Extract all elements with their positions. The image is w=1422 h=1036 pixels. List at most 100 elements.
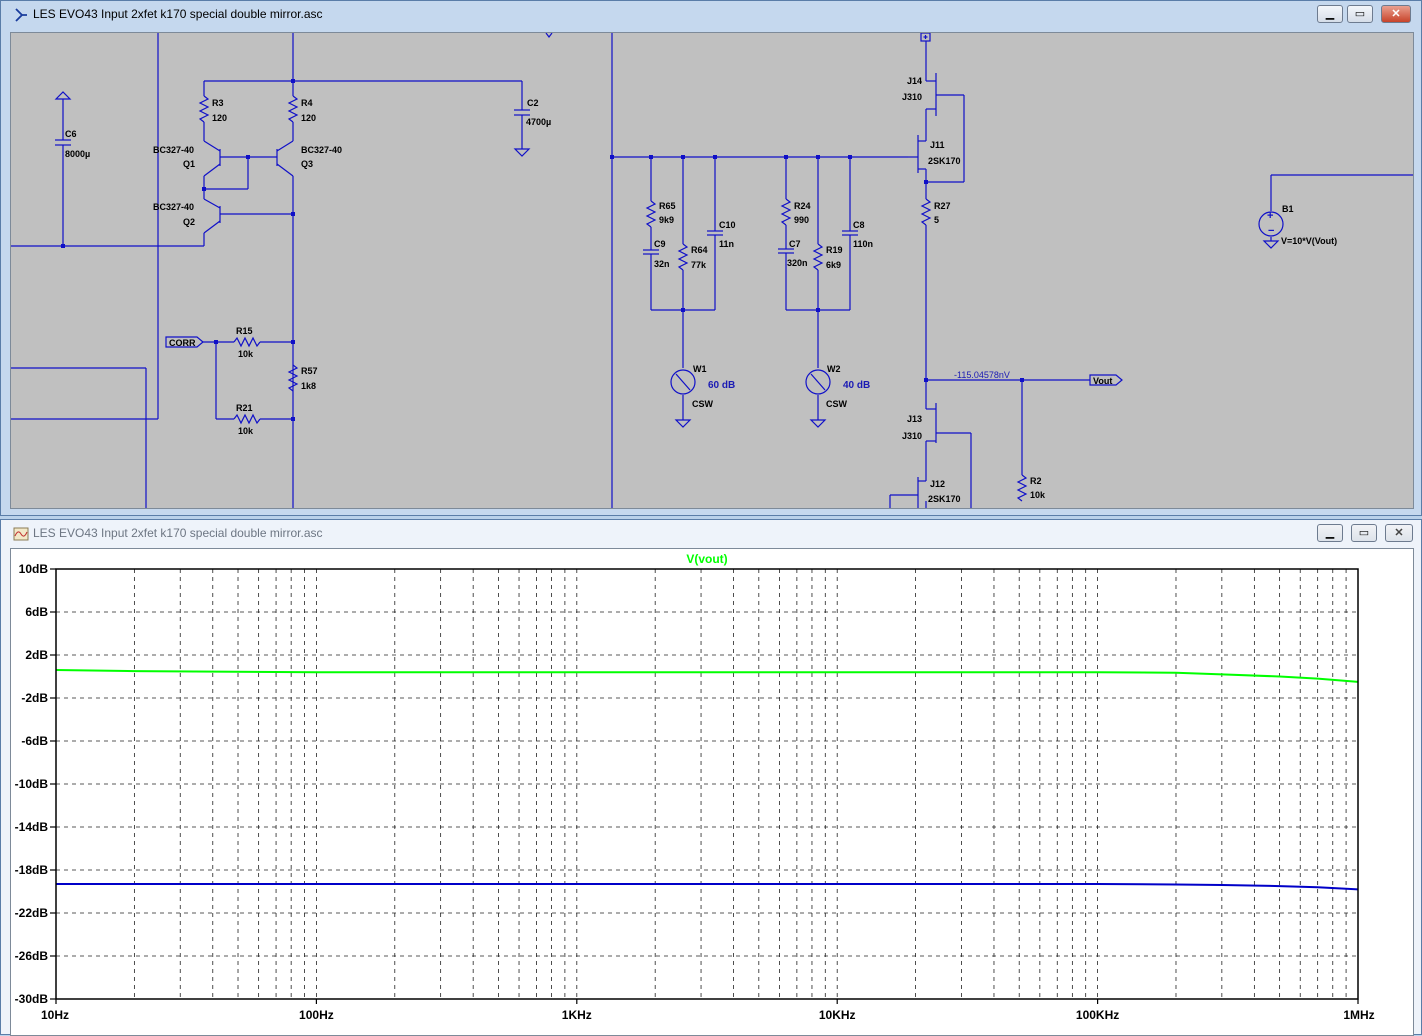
- w1-gain: 60 dB: [708, 380, 735, 391]
- j12-label: J12: [930, 479, 945, 489]
- maximize-button[interactable]: ▭: [1347, 5, 1373, 23]
- y-tick-label: 2dB: [25, 648, 48, 662]
- schematic-drawing[interactable]: C6 8000µ R3 120 R4 120 BC327-40 Q1 BC327…: [11, 33, 1413, 508]
- j12-type: 2SK170: [928, 494, 961, 504]
- r57-label: R57: [301, 366, 318, 376]
- trace-magnitude: [55, 669, 1359, 683]
- y-tick-label: -2dB: [21, 691, 48, 705]
- q1-label: Q1: [183, 159, 195, 169]
- waveform-plot-area[interactable]: 10dB 6dB 2dB -2dB -6dB -10dB -14dB -18dB -22dB -2…: [10, 548, 1414, 1036]
- minimize-button[interactable]: ▁: [1317, 524, 1343, 542]
- minimize-button[interactable]: ▁: [1317, 5, 1343, 23]
- w2-label: W2: [827, 364, 841, 374]
- r15-label: R15: [236, 326, 253, 336]
- r21-value: 10k: [238, 426, 254, 436]
- vout-label: Vout: [1093, 376, 1112, 386]
- r24-value: 990: [794, 215, 809, 225]
- r4-label: R4: [301, 98, 313, 108]
- schematic-canvas[interactable]: C6 8000µ R3 120 R4 120 BC327-40 Q1 BC327…: [10, 32, 1414, 509]
- waveform-window-title: LES EVO43 Input 2xfet k170 special doubl…: [33, 526, 323, 540]
- bode-plot[interactable]: 10dB 6dB 2dB -2dB -6dB -10dB -14dB -18dB -22dB -2…: [11, 549, 1413, 1035]
- r2-label: R2: [1030, 476, 1042, 486]
- y-tick-label: 10dB: [19, 562, 49, 576]
- schematic-titlebar[interactable]: LES EVO43 Input 2xfet k170 special doubl…: [1, 1, 1421, 29]
- trace-label-vout[interactable]: V(vout): [686, 552, 727, 566]
- c10-value: 11n: [719, 239, 734, 249]
- ltspice-schematic-icon: [15, 8, 27, 22]
- r2-value: 10k: [1030, 490, 1046, 500]
- plot-grid: [56, 569, 1358, 999]
- c2-label: C2: [527, 98, 539, 108]
- r64-label: R64: [691, 245, 708, 255]
- j11-label: J11: [930, 140, 945, 150]
- y-tick-label: 6dB: [25, 605, 48, 619]
- r65-value: 9k9: [659, 215, 674, 225]
- c2-value: 4700µ: [526, 117, 551, 127]
- r19-label: R19: [826, 245, 843, 255]
- x-tick-label: 1MHz: [1343, 1008, 1374, 1022]
- q2-label: Q2: [183, 217, 195, 227]
- x-tick-label: 100KHz: [1076, 1008, 1119, 1022]
- r21-label: R21: [236, 403, 253, 413]
- x-tick-label: 1KHz: [562, 1008, 592, 1022]
- c7-label: C7: [789, 239, 801, 249]
- close-button[interactable]: ✕: [1385, 524, 1413, 542]
- r3-value: 120: [212, 113, 227, 123]
- b1-expression: V=10*V(Vout): [1281, 236, 1337, 246]
- trace-phase: [56, 883, 1359, 891]
- maximize-button[interactable]: ▭: [1351, 524, 1377, 542]
- w2-type: CSW: [826, 399, 848, 409]
- r19-value: 6k9: [826, 260, 841, 270]
- vout-voltage-readout: -115.04578nV: [954, 370, 1010, 380]
- x-axis-ticks: 10Hz 100Hz 1KHz 10KHz 100KHz 1MHz: [41, 999, 1375, 1022]
- b1-plus-sign: +: [1267, 210, 1273, 222]
- j13-type: J310: [902, 431, 922, 441]
- x-tick-label: 10KHz: [819, 1008, 856, 1022]
- c9-label: C9: [654, 239, 666, 249]
- x-tick-label: 100Hz: [299, 1008, 334, 1022]
- j14-label: J14: [907, 76, 922, 86]
- q2-type: BC327-40: [153, 202, 194, 212]
- w1-type: CSW: [692, 399, 714, 409]
- waveform-titlebar[interactable]: LES EVO43 Input 2xfet k170 special doubl…: [1, 520, 1421, 548]
- y-axis-ticks: 10dB 6dB 2dB -2dB -6dB -10dB -14dB -18dB -22dB -2…: [15, 562, 56, 1006]
- r65-label: R65: [659, 201, 676, 211]
- j14-type: J310: [902, 92, 922, 102]
- b1-label: B1: [1282, 204, 1294, 214]
- y-tick-label: -18dB: [15, 863, 49, 877]
- close-button[interactable]: ✕: [1381, 5, 1411, 23]
- y-tick-label: -14dB: [15, 820, 49, 834]
- r4-value: 120: [301, 113, 316, 123]
- r15-value: 10k: [238, 349, 254, 359]
- c6-value: 8000µ: [65, 149, 90, 159]
- plot-traces: [55, 669, 1359, 891]
- r3-label: R3: [212, 98, 224, 108]
- r27-value: 5: [934, 215, 939, 225]
- schematic-junctions: [61, 79, 1024, 421]
- b1-minus-sign: −: [1268, 225, 1274, 237]
- q3-type: BC327-40: [301, 145, 342, 155]
- w2-gain: 40 dB: [843, 380, 870, 391]
- schematic-window-title: LES EVO43 Input 2xfet k170 special doubl…: [33, 7, 323, 21]
- y-tick-label: -6dB: [21, 734, 48, 748]
- waveform-window[interactable]: LES EVO43 Input 2xfet k170 special doubl…: [0, 519, 1422, 1036]
- r64-value: 77k: [691, 260, 707, 270]
- y-tick-label: -10dB: [15, 777, 49, 791]
- schematic-window[interactable]: LES EVO43 Input 2xfet k170 special doubl…: [0, 0, 1422, 516]
- r57-value: 1k8: [301, 381, 316, 391]
- y-tick-label: -22dB: [15, 906, 49, 920]
- c8-label: C8: [853, 220, 865, 230]
- q3-label: Q3: [301, 159, 313, 169]
- corr-net-flag: [165, 336, 204, 348]
- j13-label: J13: [907, 414, 922, 424]
- r27-label: R27: [934, 201, 951, 211]
- schematic-wires: [11, 33, 1413, 508]
- c8-value: 110n: [853, 239, 873, 249]
- y-tick-label: -26dB: [15, 949, 49, 963]
- c7-value: 320n: [787, 258, 808, 268]
- x-tick-label: 10Hz: [41, 1008, 69, 1022]
- c10-label: C10: [719, 220, 736, 230]
- j11-type: 2SK170: [928, 156, 961, 166]
- w1-label: W1: [693, 364, 707, 374]
- c6-label: C6: [65, 129, 77, 139]
